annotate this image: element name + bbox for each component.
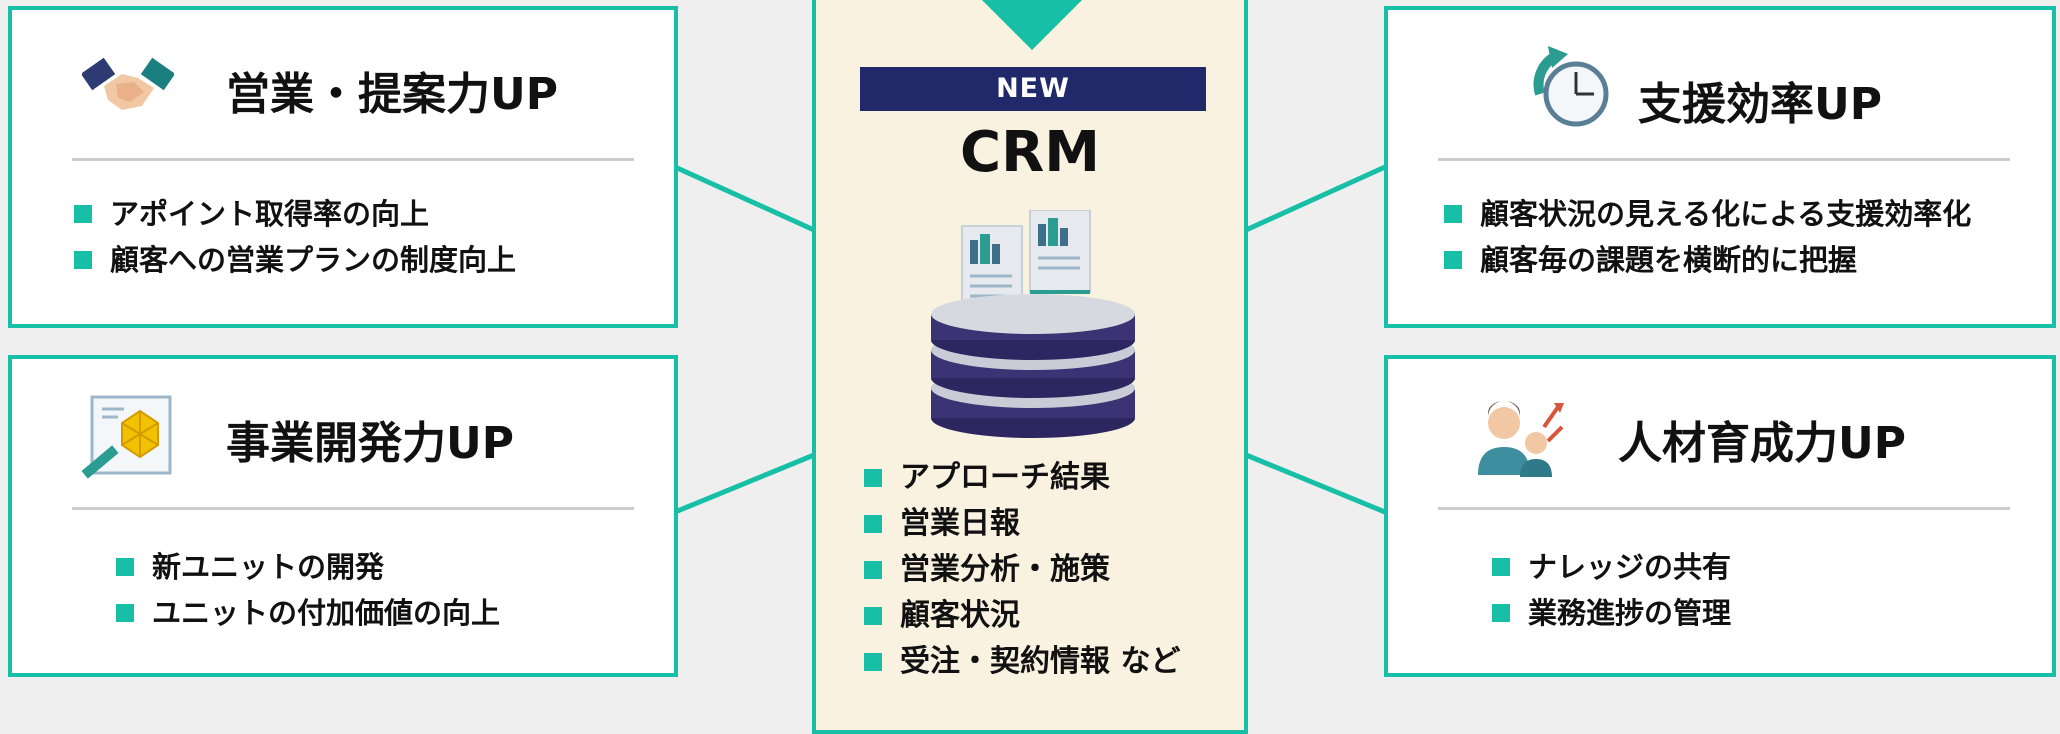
card-header: 人材育成力UP	[1438, 359, 2010, 510]
database-stack	[931, 294, 1135, 438]
document-icon	[1029, 210, 1091, 294]
card-header: 事業開発力UP	[72, 359, 634, 510]
crm-panel: NEW CRM	[812, 0, 1248, 734]
list-item: 業務進捗の管理	[1492, 590, 1731, 636]
list-item: 新ユニットの開発	[116, 544, 500, 590]
card-title: 人材育成力UP	[1618, 418, 1906, 469]
list-item: 顧客状況の見える化による支援効率化	[1444, 191, 1971, 237]
chart-board-icon	[82, 395, 172, 479]
list-item: ナレッジの共有	[1492, 544, 1731, 590]
connector-support	[1244, 164, 1387, 233]
list-item: アポイント取得率の向上	[74, 191, 516, 237]
connector-hr	[1245, 452, 1386, 515]
card-header: 支援効率UP	[1438, 10, 2010, 161]
card-bullet-list: アポイント取得率の向上 顧客への営業プランの制度向上	[74, 191, 516, 283]
list-item: 顧客毎の課題を横断的に把握	[1444, 237, 1971, 283]
list-item: 受注・契約情報 など	[864, 639, 1180, 685]
clock-icon	[1533, 46, 1609, 127]
handshake-icon	[82, 57, 174, 110]
card-sales: 営業・提案力UP アポイント取得率の向上 顧客への営業プランの制度向上	[8, 6, 678, 328]
card-support: 支援効率UP 顧客状況の見える化による支援効率化 顧客毎の課題を横断的に把握	[1384, 6, 2056, 328]
card-title: 支援効率UP	[1638, 79, 1882, 130]
card-bullet-list: 顧客状況の見える化による支援効率化 顧客毎の課題を横断的に把握	[1444, 191, 1971, 283]
card-hr: 人材育成力UP ナレッジの共有 業務進捗の管理	[1384, 355, 2056, 677]
card-title: 営業・提案力UP	[226, 69, 558, 120]
database-icon	[931, 210, 1135, 438]
list-item: ユニットの付加価値の向上	[116, 590, 500, 636]
list-item: 営業日報	[864, 501, 1180, 547]
down-arrow-icon	[980, 0, 1084, 50]
connector-bizdev	[674, 452, 815, 515]
list-item: 顧客への営業プランの制度向上	[74, 237, 516, 283]
crm-title: CRM	[960, 120, 1100, 185]
new-badge: NEW	[860, 67, 1206, 111]
list-item: アプローチ結果	[864, 455, 1180, 501]
card-title: 事業開発力UP	[226, 418, 514, 469]
card-bizdev: 事業開発力UP 新ユニットの開発 ユニットの付加価値の向上	[8, 355, 678, 677]
people-growth-icon	[1478, 401, 1564, 477]
card-header: 営業・提案力UP	[72, 10, 634, 161]
list-item: 営業分析・施策	[864, 547, 1180, 593]
crm-item-list: アプローチ結果 営業日報 営業分析・施策 顧客状況 受注・契約情報 など	[864, 455, 1180, 685]
card-bullet-list: 新ユニットの開発 ユニットの付加価値の向上	[116, 544, 500, 636]
card-bullet-list: ナレッジの共有 業務進捗の管理	[1492, 544, 1731, 636]
connector-sales	[673, 164, 816, 233]
list-item: 顧客状況	[864, 593, 1180, 639]
